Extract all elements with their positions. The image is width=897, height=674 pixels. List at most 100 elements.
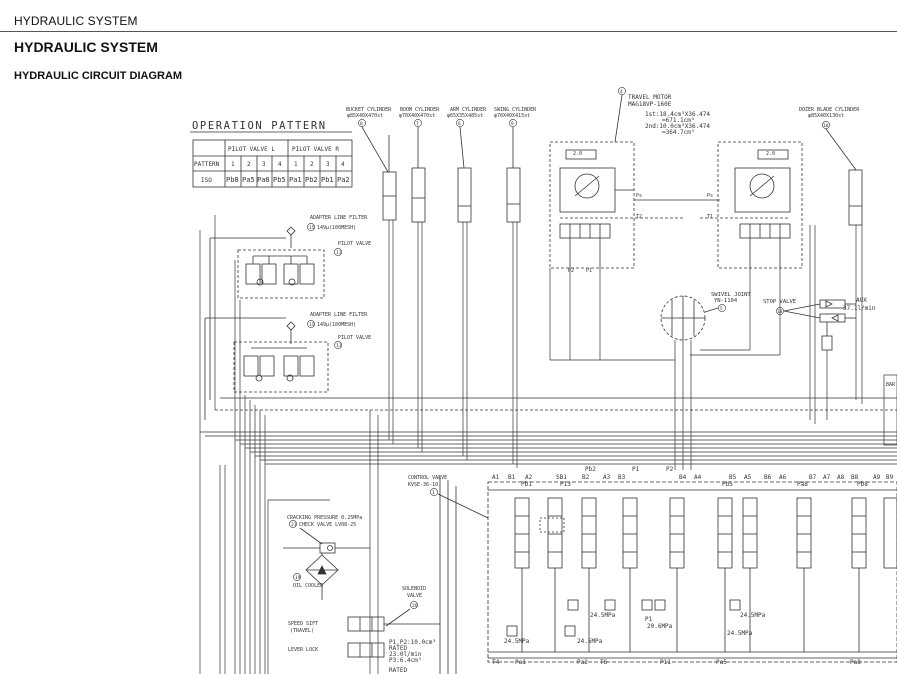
port-number: 1 xyxy=(231,161,235,168)
cylinder-labels: 8 BUCKET CYLINDER φ85X40X470st 7 BOOM CY… xyxy=(346,107,860,129)
oil-cooler-label: OIL COOLER xyxy=(293,583,324,589)
pump-rating: P3:6.4cm³ xyxy=(389,657,422,664)
header-rule xyxy=(0,31,897,32)
travel-motor-left xyxy=(549,94,720,269)
port-label: A8 xyxy=(837,474,845,481)
relief-label: P1 xyxy=(645,616,653,623)
iso-value: Pb1 xyxy=(321,176,334,184)
bucket-cylinder-spec: φ85X40X470st xyxy=(347,113,383,119)
running-header: HYDRAULIC SYSTEM xyxy=(14,14,138,28)
oil-cooler: 19 OIL COOLER xyxy=(293,553,339,600)
speed-shift-label: (TRAVEL) xyxy=(290,628,314,634)
port-label: Pa8 xyxy=(797,481,808,488)
pilot-valve-label: PILOT VALVE xyxy=(338,241,371,247)
port-label: B8 xyxy=(851,474,859,481)
port-label: A3 xyxy=(603,474,611,481)
iso-value: Pa5 xyxy=(242,176,255,184)
hydraulic-lines: BAR xyxy=(199,215,897,674)
port-label: T4 xyxy=(492,659,500,666)
port-label: B5 xyxy=(729,474,737,481)
swivel-joint-label: SWIVEL JOINT xyxy=(711,292,751,298)
pump-rating: RATED xyxy=(389,667,407,674)
relief-label: 24.5MPa xyxy=(504,638,530,645)
port-label: A6 xyxy=(779,474,787,481)
port-label: Pb1 xyxy=(521,481,532,488)
port-number: 2 xyxy=(310,161,314,168)
solenoid-valve: SOLENOID VALVE 26 SPEED SIFT (TRAVEL) LE… xyxy=(288,475,457,674)
port-label: P1 xyxy=(586,268,592,274)
pilot-valve-label: PILOT VALVE xyxy=(338,335,371,341)
stop-valve-label: STOP VALVE xyxy=(763,299,796,305)
swivel-joint-model: YN-1104 xyxy=(714,298,738,304)
port-label: A5 xyxy=(744,474,752,481)
filter-label: ADAPTER LINE FILTER xyxy=(310,215,368,221)
cylinder-symbols xyxy=(361,126,863,226)
diagram-title: HYDRAULIC CIRCUIT DIAGRAM xyxy=(14,70,183,82)
callout-number: 26 xyxy=(412,603,418,609)
port-label: T6 xyxy=(600,659,608,666)
pilot-circuit-upper: ADAPTER LINE FILTER 15 149μ(100MESH) PIL… xyxy=(209,215,371,400)
callout-number: 4 xyxy=(620,89,623,95)
port-number: 3 xyxy=(262,161,266,168)
port-label: B6 xyxy=(764,474,772,481)
travel-motor-label: 4 TRAVEL MOTOR MAG18VP-160E 1st:18.4cm³X… xyxy=(618,87,710,136)
port-label: Pa1 xyxy=(515,659,526,666)
port-label: B9 xyxy=(886,474,894,481)
operation-pattern-title: OPERATION PATTERN xyxy=(192,120,327,132)
callout-number: 10 xyxy=(823,123,829,129)
callout-number: 15 xyxy=(309,225,315,231)
iso-value: Pb8 xyxy=(226,176,239,184)
port-label: T2 xyxy=(636,214,642,220)
control-valve-port-labels: A1 B1 A2 SB1 Pb2 B2 A3 B3 P1 P2 B4 A4 B5… xyxy=(492,466,894,666)
travel-motor-model: MAG18VP-160E xyxy=(628,101,672,108)
iso-value: Pb5 xyxy=(273,176,286,184)
arm-cylinder-label: ARM CYLINDER xyxy=(450,107,487,113)
check-valve: CRACKING PRESSURE 0.25MPa 21 CHECK VALVE… xyxy=(283,515,370,554)
iso-value: Pb2 xyxy=(305,176,318,184)
callout-number: 5 xyxy=(720,306,723,312)
port-label: A4 xyxy=(694,474,702,481)
callout-number: 21 xyxy=(291,522,297,528)
port-label: A7 xyxy=(823,474,831,481)
relief-label: 24.5MPa xyxy=(577,638,603,645)
callout-number: 15 xyxy=(309,322,315,328)
port-label: 2.0 xyxy=(573,151,582,157)
port-label: Pb2 xyxy=(585,466,596,473)
control-valve-spools xyxy=(506,497,897,652)
port-label: Pb5 xyxy=(722,481,733,488)
aux-flow: 37.1l/min xyxy=(843,305,876,312)
port-label: SB1 xyxy=(556,474,567,481)
port-number: 4 xyxy=(341,161,345,168)
swing-cylinder-label: SWING CYLINDER xyxy=(494,107,537,113)
swivel-joint: 5 SWIVEL JOINT YN-1104 xyxy=(660,292,751,341)
callout-number: 7 xyxy=(416,121,419,127)
arm-cylinder-spec: φ65X35X485st xyxy=(447,113,483,119)
port-number: 4 xyxy=(278,161,282,168)
port-label: P11 xyxy=(660,659,671,666)
pattern-row-header: PATTERN xyxy=(194,161,220,168)
travel-motor-spec: 2nd:10.0cm³X36.474 xyxy=(645,123,710,130)
port-label: P2 xyxy=(666,466,674,473)
page-title: HYDRAULIC SYSTEM xyxy=(14,39,158,55)
pump-rating: 23.0l/min xyxy=(389,651,422,658)
callout-number: 11 xyxy=(336,343,342,349)
cracking-pressure-label: CRACKING PRESSURE 0.25MPa xyxy=(287,515,362,521)
travel-motor-name: TRAVEL MOTOR xyxy=(628,94,672,101)
travel-motor-port-labels: 2.0 2.0 P2 P1 T2 T1 Ps Ps xyxy=(568,151,775,274)
operation-pattern-table: OPERATION PATTERN PILOT VALVE L PILOT VA… xyxy=(190,120,353,188)
port-label: A9 xyxy=(873,474,881,481)
filter-label: ADAPTER LINE FILTER xyxy=(310,312,368,318)
speed-shift-label: SPEED SIFT xyxy=(288,621,318,627)
control-valve: CONTROL VALVE KVSE-36-10 1 xyxy=(408,475,897,663)
filter-spec: 149μ(100MESH) xyxy=(317,225,356,231)
callout-number: 1 xyxy=(432,490,435,496)
iso-value: Pa1 xyxy=(289,176,302,184)
callout-number: 8 xyxy=(360,121,363,127)
filter-spec: 149μ(100MESH) xyxy=(317,322,356,328)
filter-symbol xyxy=(286,226,296,236)
travel-motor-spec: =671.1cm³ xyxy=(662,117,695,124)
solenoid-label: SOLENOID xyxy=(402,586,426,592)
port-label: 2.0 xyxy=(766,151,775,157)
relief-label: 24.5MPa xyxy=(727,630,753,637)
pump-rating: RATED xyxy=(389,645,407,652)
